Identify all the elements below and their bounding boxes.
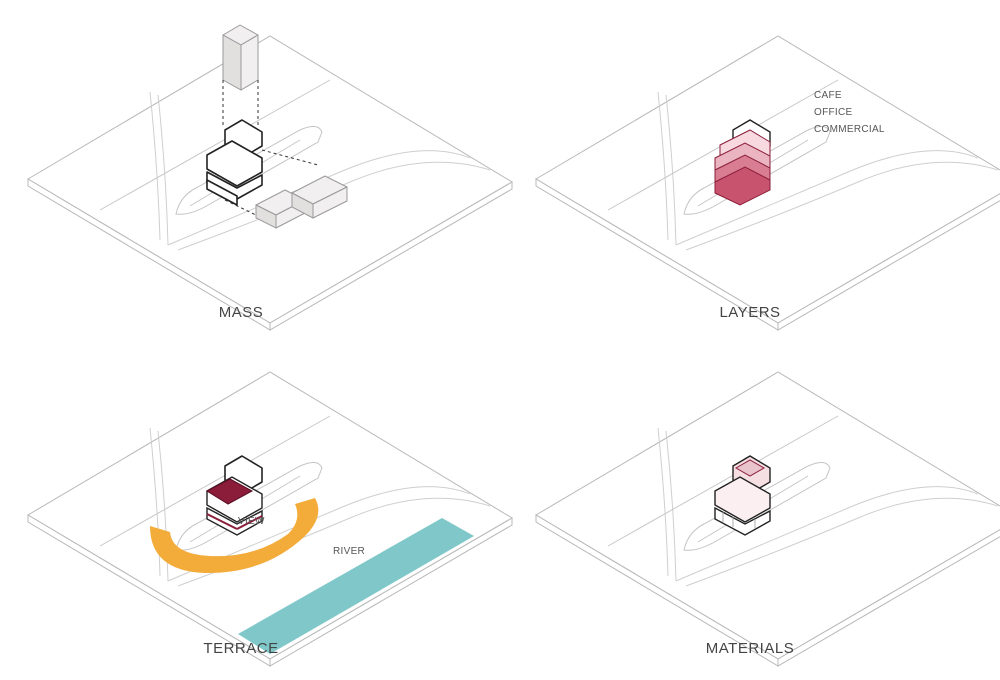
ghost-blocks bbox=[255, 175, 348, 229]
panel-mass: MASS bbox=[27, 24, 513, 331]
terrace-building bbox=[205, 455, 263, 536]
main-building bbox=[206, 119, 263, 206]
layer-label-office: OFFICE bbox=[814, 107, 852, 118]
panel-layers: CAFE OFFICE COMMERCIAL LAYERS bbox=[535, 35, 1000, 331]
river bbox=[238, 518, 474, 654]
site-plane bbox=[27, 35, 513, 331]
layer-label-cafe: CAFE bbox=[814, 90, 842, 101]
panel-title-mass: MASS bbox=[219, 304, 264, 321]
panel-title-terrace: TERRACE bbox=[203, 640, 278, 657]
view-label: VIEW bbox=[238, 516, 265, 527]
view-arc bbox=[150, 498, 319, 574]
panel-materials: MATERIALS bbox=[535, 371, 1000, 667]
panel-title-layers: LAYERS bbox=[719, 304, 780, 321]
panel-title-materials: MATERIALS bbox=[706, 640, 794, 657]
materials-building bbox=[714, 455, 771, 536]
layered-building bbox=[714, 119, 771, 206]
river-label: RIVER bbox=[333, 546, 365, 557]
panel-terrace: VIEW RIVER TERRACE bbox=[27, 371, 513, 667]
layer-label-commercial: COMMERCIAL bbox=[814, 124, 885, 135]
floating-tower-mass bbox=[222, 24, 259, 91]
